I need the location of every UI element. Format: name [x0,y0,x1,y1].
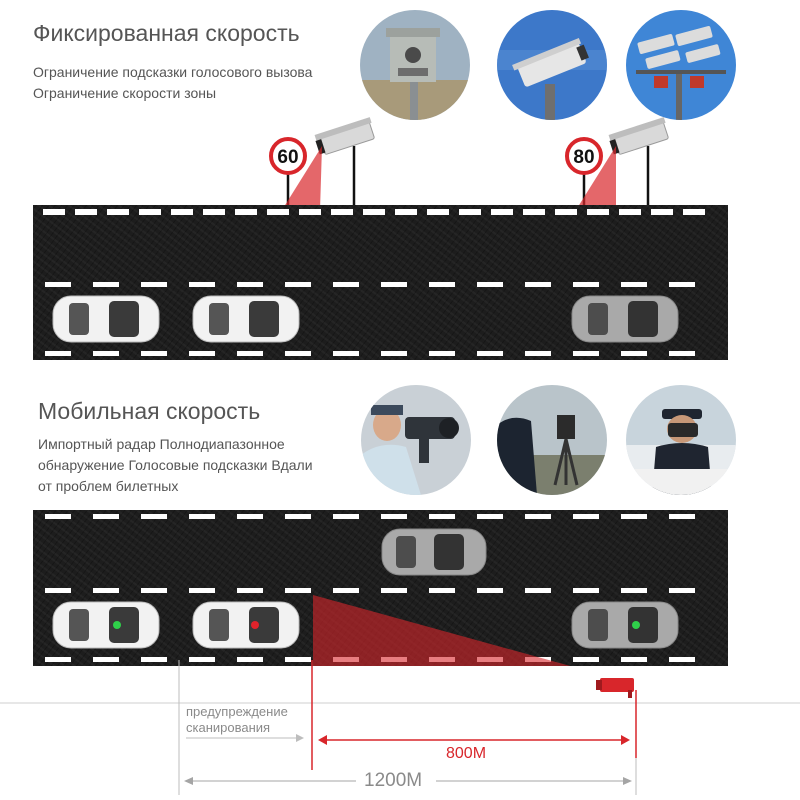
scan-warning-line-2: сканирования [186,720,271,735]
car-white-3 [52,601,160,649]
scan-warning-line-1: предупреждение [186,704,288,719]
indicator-green-1 [113,621,121,629]
scan-warning-label: предупреждение сканирования [186,704,288,736]
speed-sign-80-label: 80 [573,147,594,168]
photo-police-tripod-radar [497,385,607,495]
mobile-speed-title: Мобильная скорость [38,398,261,424]
photo-fixed-cctv-camera [497,10,607,120]
fixed-speed-title: Фиксированная скорость [33,20,300,46]
mobile-line-3: от проблем билетных [38,478,179,494]
camera-beam-left [282,146,322,210]
distance-diagram [0,660,800,795]
lane-markings-bottom [45,351,695,356]
photo-police-binocular-radar [626,385,736,495]
fixed-line-2: Ограничение скорости зоны [33,85,217,101]
traffic-camera-right-icon [608,117,669,155]
lane-markings-top [43,209,705,215]
speed-sign-60-label: 60 [277,147,298,168]
distance-1200-label: 1200M [364,770,423,791]
photo-police-radar-gun [361,385,471,495]
photo-fixed-camera-array [626,10,736,120]
car-white-2 [192,295,300,343]
mobile-line-1: Импортный радар Полнодиапазонное [38,436,285,452]
photo-fixed-camera-box [360,10,470,120]
car-grey-2 [571,601,679,649]
car-white-4 [192,601,300,649]
camera-beam-right [576,146,616,210]
road-fixed [33,205,728,360]
radar-beam [313,595,571,666]
lane-markings-top-2 [45,514,695,519]
lane-markings-middle-2 [45,588,695,593]
car-white-1 [52,295,160,343]
distance-800-label: 800M [446,745,487,762]
speed-sign-60 [269,137,307,175]
mobile-speed-description: Импортный радар Полнодиапазонное обнаруж… [38,434,313,497]
traffic-camera-left-icon [314,117,375,155]
lane-markings-middle [45,282,695,287]
indicator-green-2 [632,621,640,629]
car-grey-1 [571,295,679,343]
car-grey-upper [381,528,487,576]
fixed-speed-description: Ограничение подсказки голосового вызова … [33,62,312,104]
road-mobile [33,510,728,666]
mobile-line-2: обнаружение Голосовые подсказки Вдали [38,457,313,473]
indicator-red [251,621,259,629]
radar-camera-icon [596,678,634,698]
speed-sign-80 [565,137,603,175]
fixed-line-1: Ограничение подсказки голосового вызова [33,64,313,80]
fixed-camera-scene: 60 80 [269,117,669,210]
